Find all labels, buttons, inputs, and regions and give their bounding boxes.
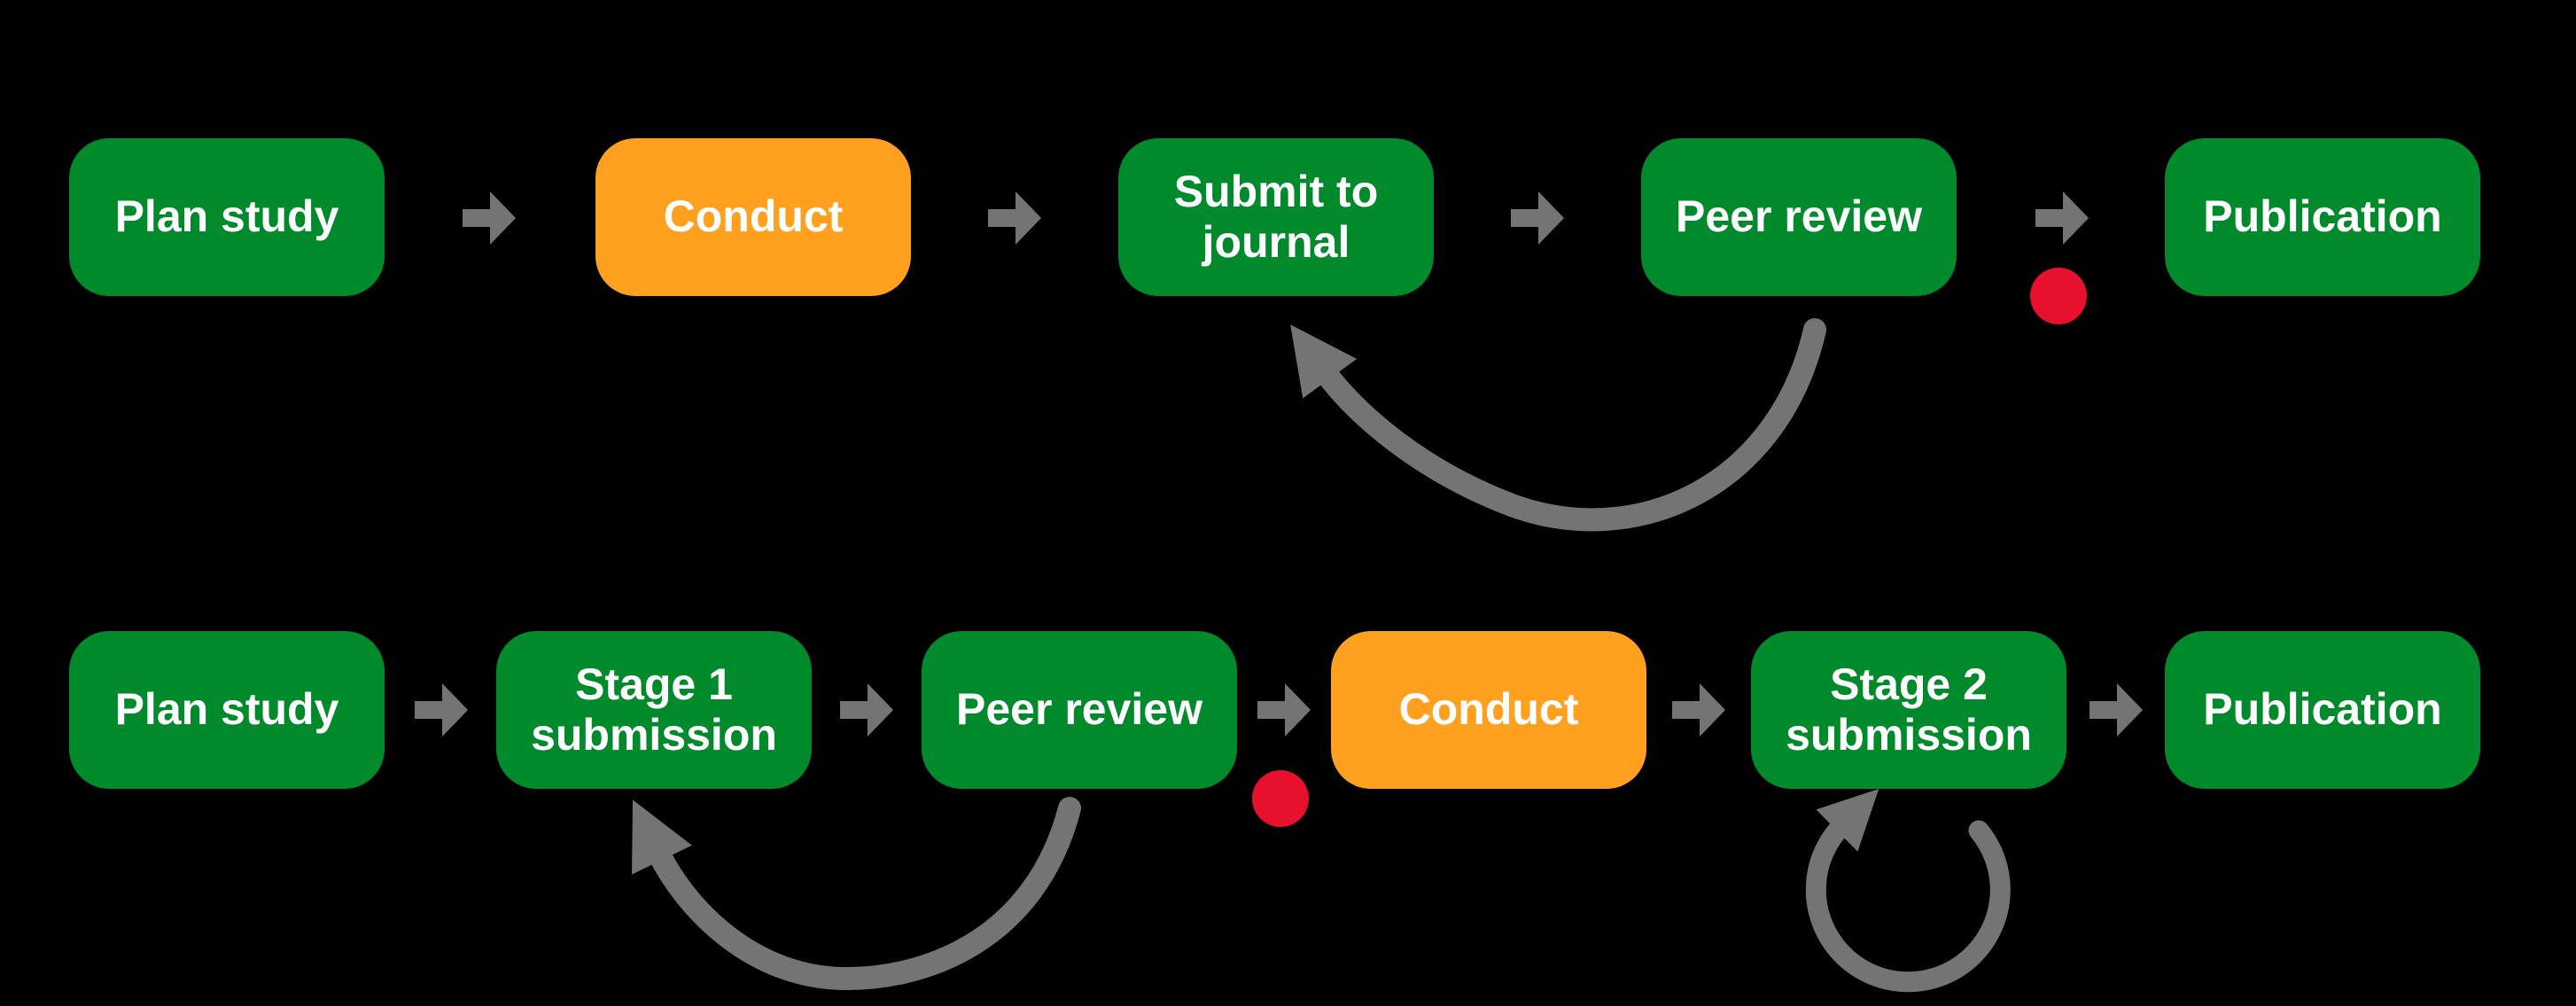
step-conduct-bottom: Conduct bbox=[1331, 631, 1646, 789]
stop-dot-icon-top bbox=[2030, 268, 2087, 324]
flow-arrow-icon bbox=[2090, 683, 2143, 737]
step-submit-to-journal: Submit to journal bbox=[1118, 138, 1434, 296]
step-peer-review-top: Peer review bbox=[1641, 138, 1957, 296]
step-stage-2-submission: Stage 2 submission bbox=[1751, 631, 2066, 789]
self-loop-arrow-stage-2 bbox=[1805, 788, 2011, 993]
flow-arrow-icon bbox=[415, 683, 468, 737]
flow-arrow-icon bbox=[1672, 683, 1725, 737]
flow-arrow-icon bbox=[1511, 191, 1564, 245]
step-plan-study-top: Plan study bbox=[69, 138, 385, 296]
feedback-arrow-peer-review-to-stage-1 bbox=[632, 797, 1081, 991]
step-publication-bottom: Publication bbox=[2165, 631, 2480, 789]
stop-dot-icon-bottom bbox=[1252, 770, 1309, 827]
step-conduct-top: Conduct bbox=[595, 138, 911, 296]
feedback-arrow-peer-review-to-submit bbox=[1290, 318, 1826, 532]
flow-arrow-icon bbox=[1257, 683, 1311, 737]
flow-arrow-icon bbox=[988, 191, 1041, 245]
step-publication-top: Publication bbox=[2165, 138, 2480, 296]
step-stage-1-submission: Stage 1 submission bbox=[496, 631, 812, 789]
flow-arrow-icon bbox=[463, 191, 516, 245]
flow-arrow-icon bbox=[840, 683, 893, 737]
step-peer-review-bottom: Peer review bbox=[922, 631, 1237, 789]
flow-arrow-icon bbox=[2035, 191, 2089, 245]
step-plan-study-bottom: Plan study bbox=[69, 631, 385, 789]
